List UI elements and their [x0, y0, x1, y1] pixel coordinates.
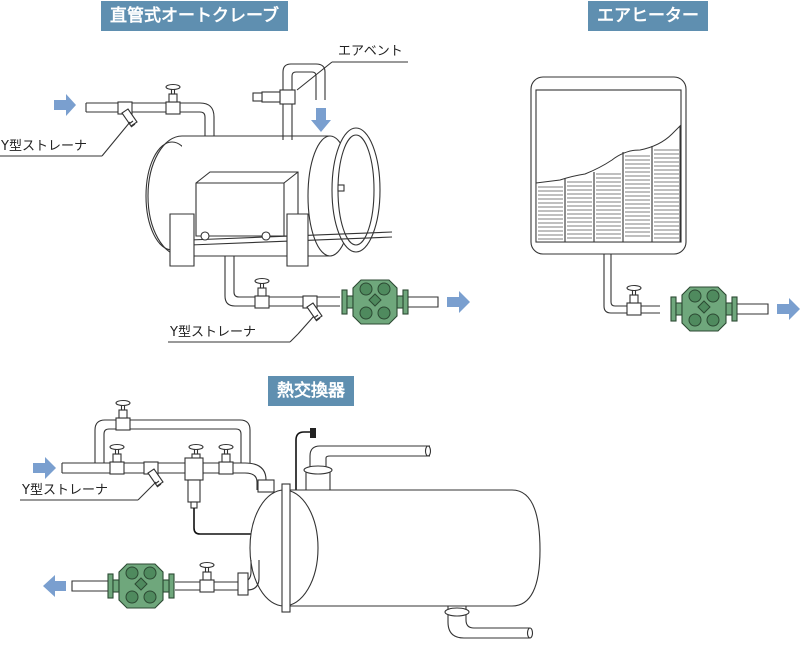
autoclave-title: 直管式オートクレーブ — [101, 1, 288, 31]
autoclave-diagram — [0, 61, 470, 343]
steam-trap-icon — [107, 563, 175, 609]
heat-exchanger-title: 熱交換器 — [268, 376, 354, 406]
strainer-label-autoclave-inlet: Y型ストレーナ — [1, 139, 87, 154]
air-vent-icon — [279, 89, 296, 105]
heat-exchanger-diagram — [20, 399, 541, 639]
flow-arrow-icon — [447, 291, 470, 313]
steam-trap-icon — [670, 286, 738, 332]
strainer-label-heat-exchanger: Y型ストレーナ — [22, 483, 108, 498]
flow-arrow-icon — [777, 298, 800, 320]
flow-arrow-icon — [311, 108, 331, 132]
strainer-label-autoclave-outlet: Y型ストレーナ — [170, 325, 256, 340]
flow-arrow-icon — [43, 575, 66, 597]
steam-trap-icon — [341, 279, 409, 325]
air-vent-label: エアベント — [338, 44, 403, 59]
air-heater-title: エアヒーター — [588, 1, 708, 31]
air-heater-diagram — [530, 76, 800, 332]
flow-arrow-icon — [54, 94, 76, 116]
flow-arrow-icon — [33, 457, 56, 479]
